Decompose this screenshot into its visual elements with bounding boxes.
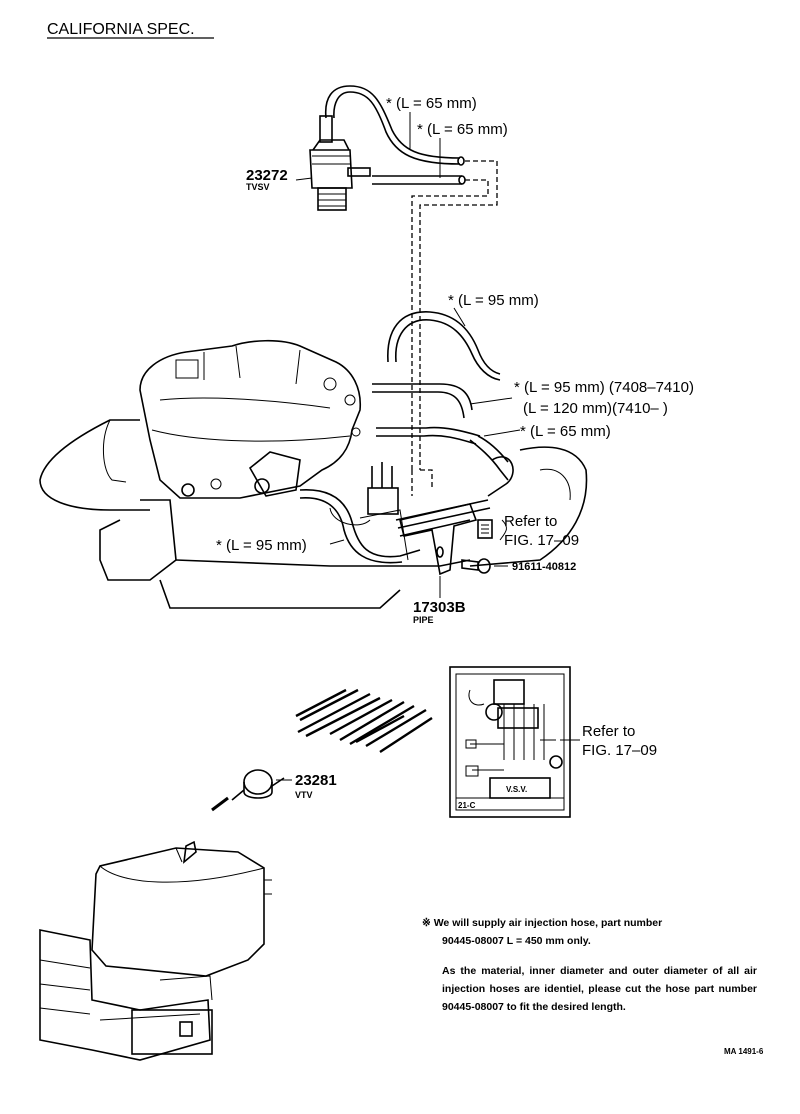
hose-label-h3: * (L = 95 mm) [448, 292, 539, 309]
pipe-part-number: 17303B [413, 599, 466, 616]
reference-1-line1: Refer to [504, 513, 557, 530]
reference-2-line1: Refer to [582, 723, 635, 740]
reference-1-line2: FIG. 17–09 [504, 532, 579, 549]
vacuum-hose-label-sheet: V.S.V. 21-C [449, 666, 571, 818]
pipe-part-name: PIPE [413, 615, 434, 625]
hose-label-h5: * (L = 65 mm) [520, 423, 611, 440]
vsv-on-manifold [367, 462, 399, 515]
tvsv-part-number: 23272 [246, 167, 288, 184]
note-line2: 90445-08007 L = 450 mm only. [442, 935, 591, 947]
hose-95-120mm [372, 383, 473, 419]
tvsv-part-name: TVSV [246, 182, 270, 192]
label-sheet-tag: 21-C [458, 801, 476, 810]
routing-line [411, 469, 433, 496]
hose-upper [324, 85, 461, 159]
intake-manifold [39, 419, 588, 609]
hose-label-h4a: * (L = 95 mm) (7408–7410) [514, 379, 694, 396]
reference-emblem [477, 519, 493, 539]
routing-line [411, 179, 489, 470]
hose-label-h1: * (L = 65 mm) [386, 95, 477, 112]
supply-note: ※ We will supply air injection hose, par… [422, 914, 757, 1028]
label-sheet-vsv: V.S.V. [506, 785, 527, 794]
vtv-part-name: VTV [295, 790, 313, 800]
hose-label-h6: * (L = 95 mm) [216, 537, 307, 554]
hose-lower [372, 175, 462, 185]
hose-end [458, 175, 466, 185]
bracket [39, 929, 213, 1061]
pipe-bracket[interactable] [395, 435, 514, 576]
bolt-part-number: 91611-40812 [512, 561, 576, 573]
hose-label-h2: * (L = 65 mm) [417, 121, 508, 138]
note-paragraph2: As the material, inner diameter and oute… [442, 965, 757, 1013]
routing-line [419, 160, 498, 470]
figure-code: MA 1491-6 [724, 1047, 764, 1056]
tvsv-valve[interactable] [309, 115, 371, 211]
hose-bundle [295, 688, 433, 754]
vtv-part-number: 23281 [295, 772, 337, 789]
bolt[interactable] [461, 558, 491, 574]
hose-95mm [387, 311, 501, 375]
note-line1: ※ We will supply air injection hose, par… [422, 917, 663, 929]
page-title: CALIFORNIA SPEC. [47, 21, 195, 38]
hose-65mm [376, 426, 481, 445]
carburetor-assembly [139, 339, 361, 499]
vtv-valve[interactable] [211, 769, 285, 812]
reference-2-line2: FIG. 17–09 [582, 742, 657, 759]
hose-upper-inner [333, 91, 461, 165]
charcoal-canister [91, 840, 272, 977]
hose-label-h4b: (L = 120 mm)(7410– ) [523, 400, 668, 417]
hose-end [457, 156, 465, 166]
hose-95mm-lower [299, 489, 421, 564]
